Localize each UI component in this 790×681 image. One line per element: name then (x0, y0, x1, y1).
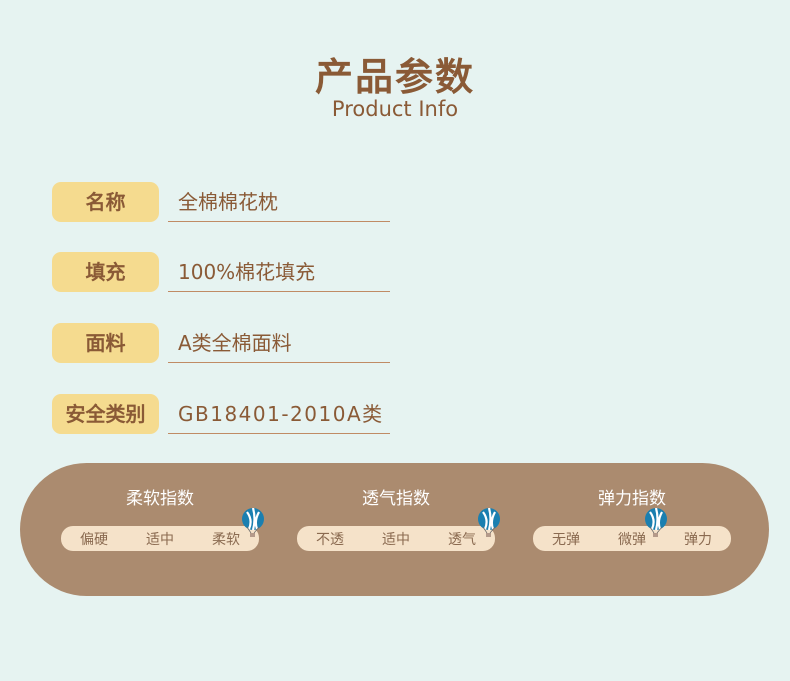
level-label: 偏硬 (80, 531, 108, 548)
level-label: 适中 (382, 531, 410, 548)
index-track: 无弹 微弹 弹力 (533, 526, 731, 551)
level-label: 弹力 (684, 531, 712, 548)
param-value: 全棉棉花枕 (168, 182, 390, 222)
page-subtitle: Product Info (331, 97, 459, 121)
index-track: 不透 适中 透气 (297, 526, 495, 551)
level-label: 适中 (146, 531, 174, 548)
param-label: 填充 (52, 252, 159, 292)
index-title: 弹力指数 (598, 489, 666, 509)
index-panel: 柔软指数 偏硬 适中 柔软 透气指数 不透 适中 透气 弹力指数 无弹 微弹 弹… (20, 463, 769, 596)
index-track: 偏硬 适中 柔软 (61, 526, 259, 551)
param-label: 安全类别 (52, 394, 159, 434)
level-label: 透气 (448, 531, 476, 548)
param-value: 100%棉花填充 (168, 252, 390, 292)
level-label: 柔软 (212, 531, 240, 548)
param-value: GB18401-2010A类 (168, 394, 390, 434)
level-label: 无弹 (552, 531, 580, 548)
index-title: 透气指数 (362, 489, 430, 509)
param-label: 名称 (52, 182, 159, 222)
param-value: A类全棉面料 (168, 323, 390, 363)
param-label: 面料 (52, 323, 159, 363)
level-label: 不透 (316, 531, 344, 548)
balloon-icon (242, 508, 264, 537)
index-title: 柔软指数 (126, 489, 194, 509)
level-label: 微弹 (618, 531, 646, 548)
balloon-icon (478, 508, 500, 537)
page-title: 产品参数 (314, 55, 475, 99)
balloon-icon (644, 508, 667, 537)
